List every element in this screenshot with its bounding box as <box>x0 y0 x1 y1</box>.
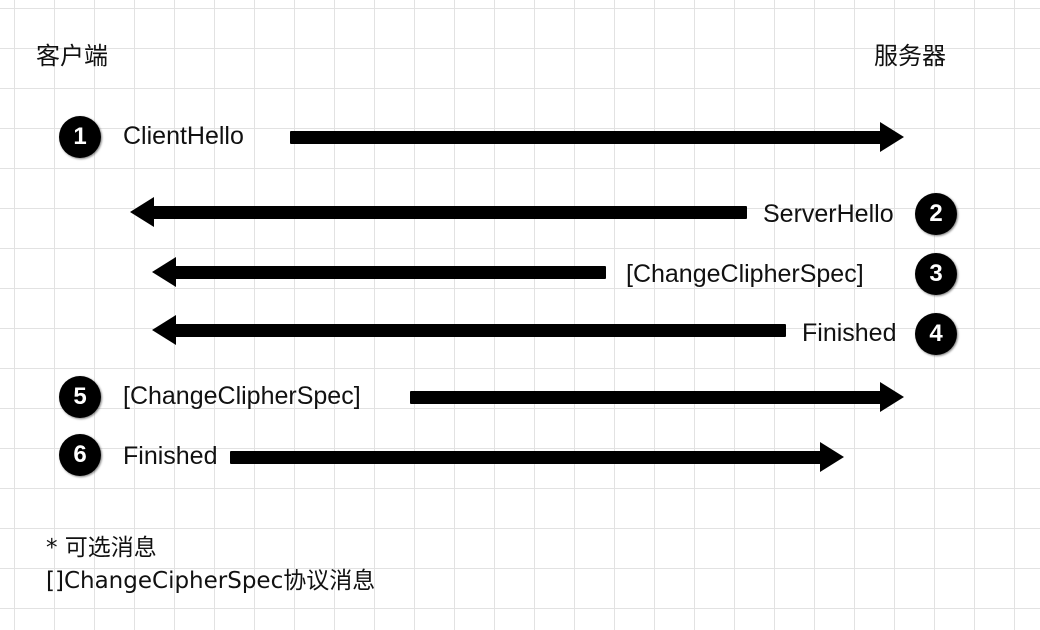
message-label-change-cipher-spec-client: [ChangeClipherSpec] <box>123 382 361 410</box>
step-badge-2: 2 <box>915 193 957 235</box>
message-label-server-hello: ServerHello <box>763 200 894 228</box>
arrow-client-to-server-6 <box>230 442 844 472</box>
message-label-finished-server: Finished <box>802 319 897 347</box>
arrow-client-to-server-5 <box>410 382 904 412</box>
note-bracket-message: []ChangeCipherSpec协议消息 <box>46 568 376 594</box>
step-badge-6: 6 <box>59 434 101 476</box>
arrow-server-to-client-4 <box>152 315 786 345</box>
arrow-server-to-client-2 <box>130 197 747 227</box>
server-label: 服务器 <box>874 42 946 70</box>
step-badge-1: 1 <box>59 116 101 158</box>
step-badge-4: 4 <box>915 313 957 355</box>
arrow-client-to-server-1 <box>290 122 904 152</box>
client-label: 客户端 <box>36 42 108 70</box>
message-label-change-cipher-spec-server: [ChangeClipherSpec] <box>626 260 864 288</box>
message-label-client-hello: ClientHello <box>123 122 244 150</box>
note-optional-message: * 可选消息 <box>46 535 157 561</box>
arrow-server-to-client-3 <box>152 257 606 287</box>
step-badge-3: 3 <box>915 253 957 295</box>
message-label-finished-client: Finished <box>123 442 218 470</box>
step-badge-5: 5 <box>59 376 101 418</box>
